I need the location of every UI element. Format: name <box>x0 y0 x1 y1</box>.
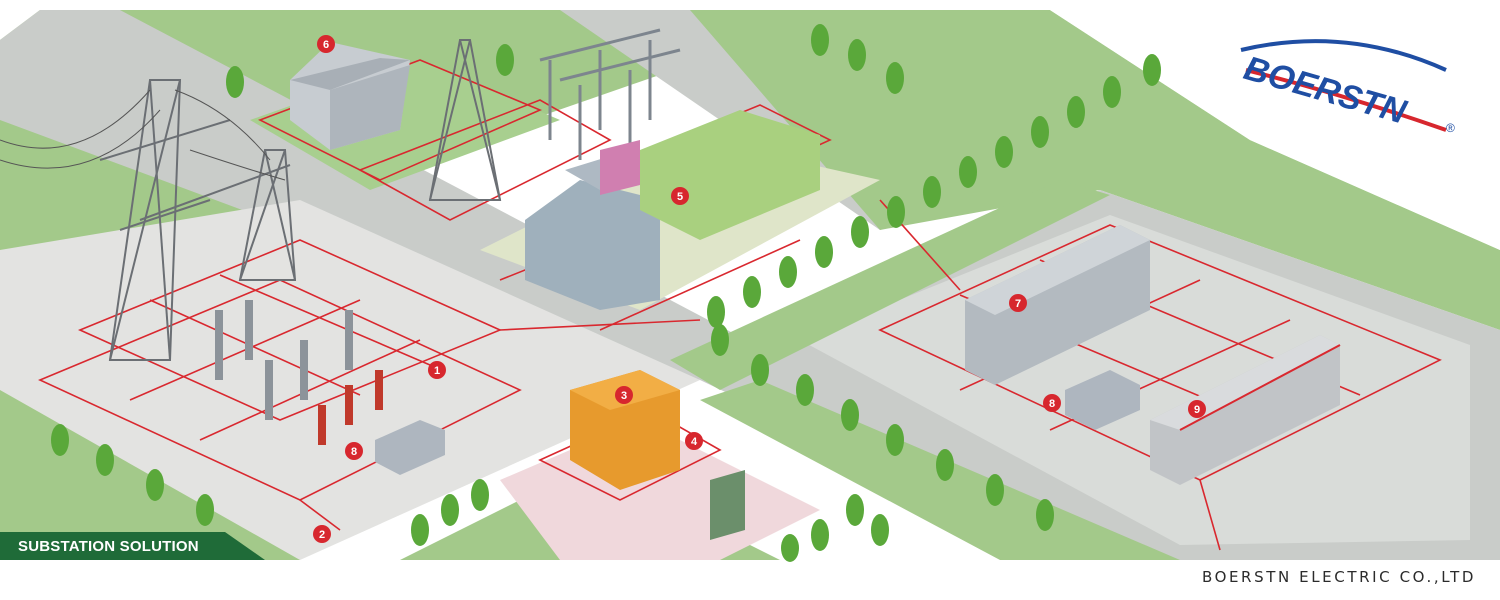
svg-text:3: 3 <box>621 390 627 402</box>
markers-layer: 1 2 3 4 5 6 7 8 8 9 <box>313 35 1206 543</box>
marker-1: 1 <box>428 361 446 379</box>
trees <box>51 24 1161 562</box>
marker-6: 6 <box>317 35 335 53</box>
kiosk-box <box>710 470 745 540</box>
grounding-grid-left <box>38 239 701 531</box>
tree-strip <box>670 180 1110 390</box>
box-substation <box>290 42 410 150</box>
svg-text:2: 2 <box>319 529 325 541</box>
marker-3: 3 <box>615 386 633 404</box>
high-voltage-yard <box>0 200 700 560</box>
control-building <box>525 110 820 310</box>
svg-text:8: 8 <box>351 446 357 458</box>
insulators <box>215 300 383 445</box>
registered-mark: ® <box>1446 121 1455 135</box>
marker-2: 2 <box>313 525 331 543</box>
medium-voltage-switchgear <box>965 225 1150 385</box>
marker-8b: 8 <box>1043 394 1061 412</box>
marker-9: 9 <box>1188 400 1206 418</box>
svg-text:6: 6 <box>323 39 329 51</box>
transformer-left <box>375 420 445 475</box>
banner-title: SUBSTATION SOLUTION <box>18 538 199 555</box>
svg-text:1: 1 <box>434 365 440 377</box>
marker-4: 4 <box>685 432 703 450</box>
svg-text:9: 9 <box>1194 404 1200 416</box>
transformer-right <box>1065 370 1140 430</box>
svg-text:7: 7 <box>1015 298 1021 310</box>
marker-5: 5 <box>671 187 689 205</box>
transmission-towers <box>99 39 502 361</box>
svg-text:4: 4 <box>691 436 698 448</box>
marker-7: 7 <box>1009 294 1027 312</box>
marker-8a: 8 <box>345 442 363 460</box>
svg-text:5: 5 <box>677 191 683 203</box>
banner-background <box>0 532 265 560</box>
company-name: BOERSTN ELECTRIC CO.,LTD <box>1201 568 1476 586</box>
svg-text:8: 8 <box>1049 398 1055 410</box>
